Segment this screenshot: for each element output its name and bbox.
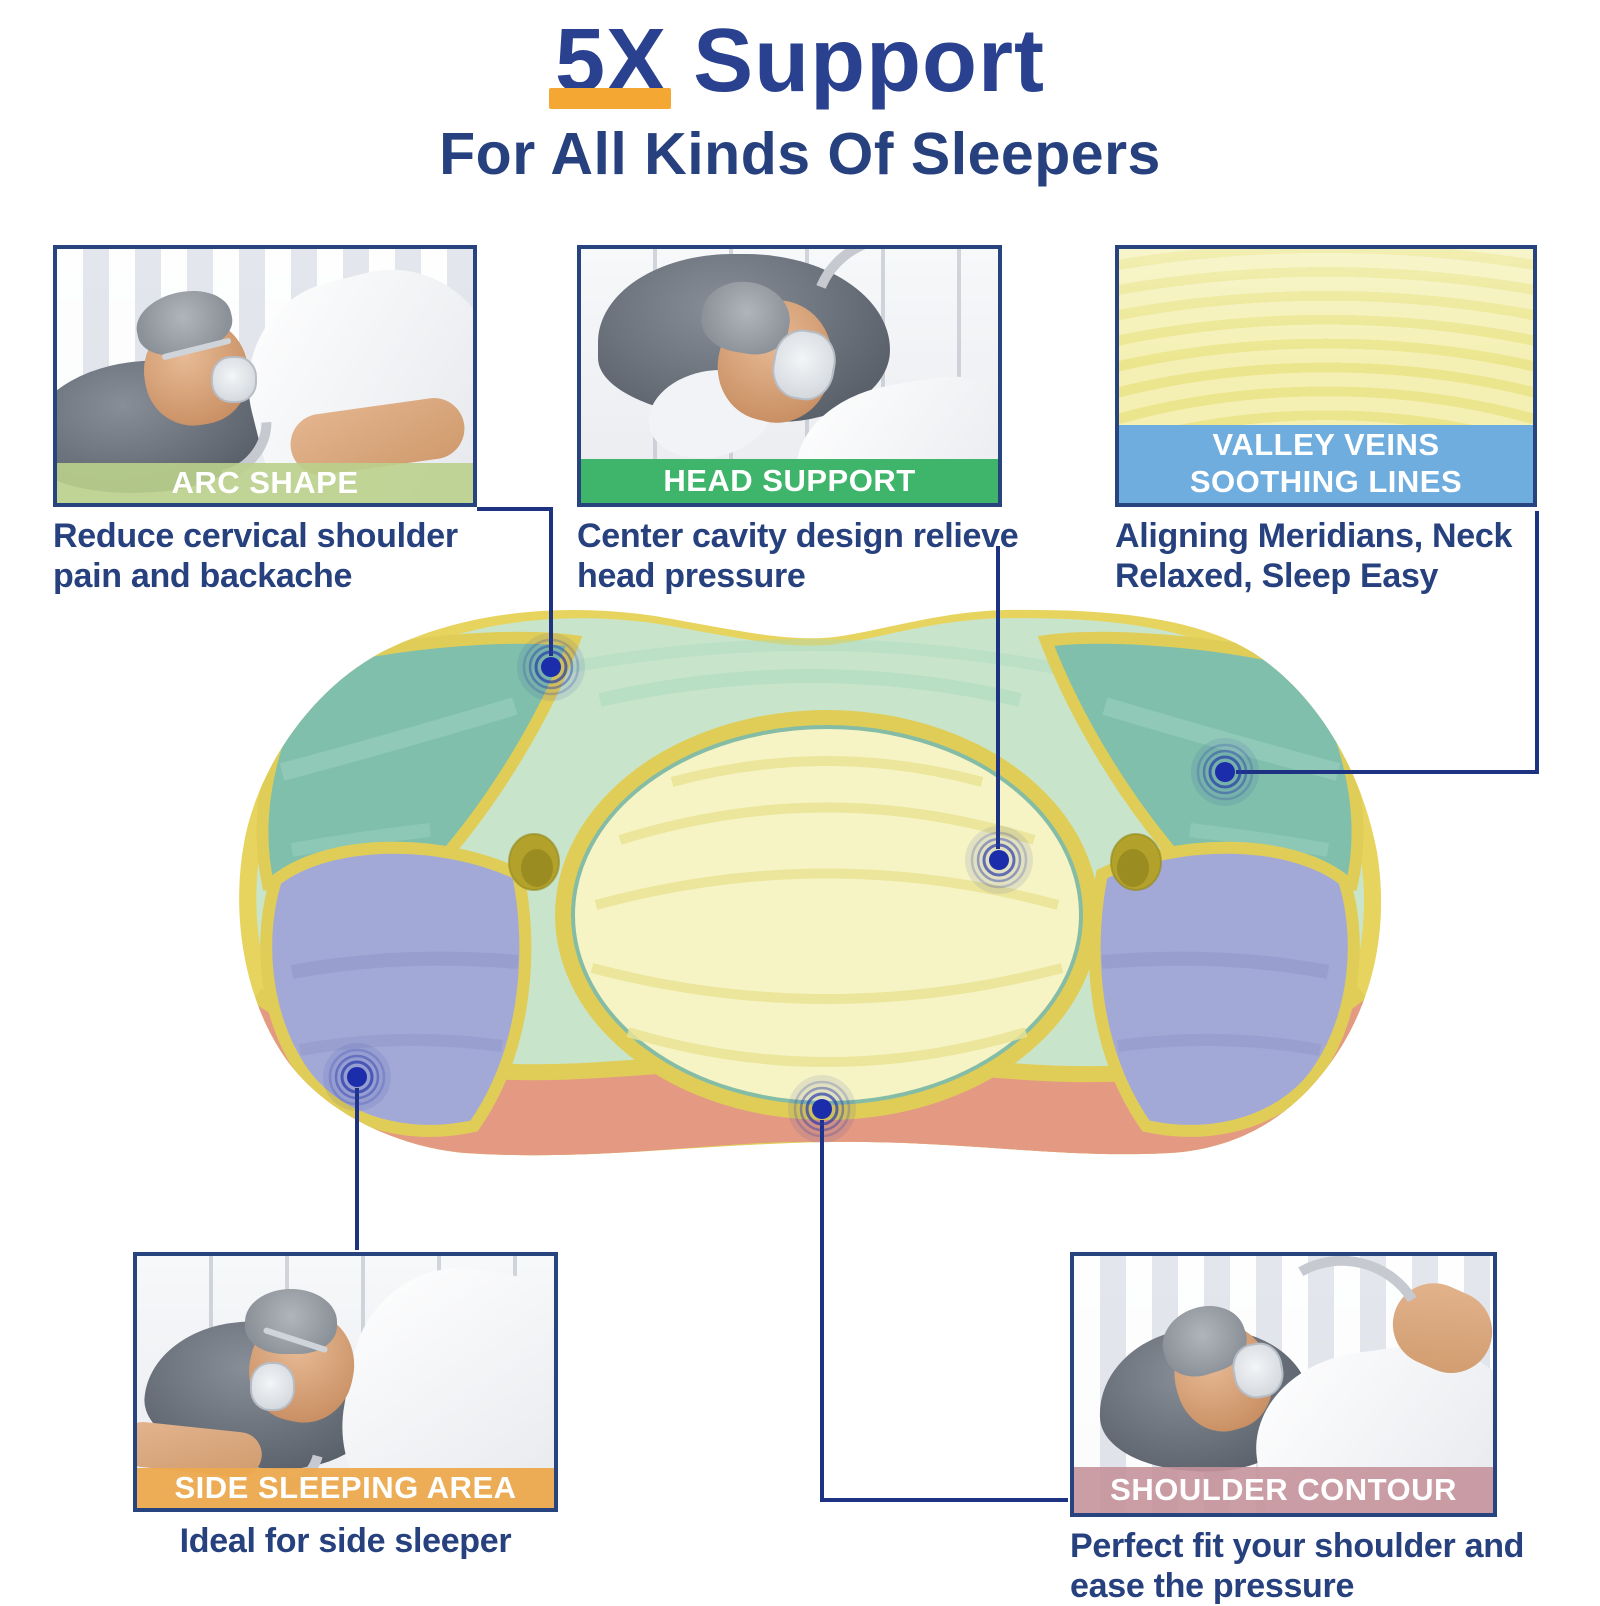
oval-ripple [618,802,1036,845]
caption-valley-veins: Aligning Meridians, Neck Relaxed, Sleep … [1115,516,1537,596]
wing-stripe [290,823,431,857]
feature-card-valley-veins: VALLEY VEINS SOOTHING LINES Aligning Mer… [1115,245,1537,596]
feature-card-side-sleeping: SIDE SLEEPING AREA Ideal for side sleepe… [133,1252,558,1561]
banner-label: SIDE SLEEPING AREA [174,1469,517,1505]
pillow-illustration [239,507,1539,1502]
cpap-mask [210,355,257,403]
title-rest: Support [667,11,1046,111]
banner-valley-veins: VALLEY VEINS SOOTHING LINES [1119,425,1533,503]
caption-shoulder-contour: Perfect fit your shoulder and ease the p… [1070,1526,1524,1606]
marker-valley-veins [1189,736,1261,808]
caption-line: pain and backache [53,557,353,596]
marker-arc-shape [515,631,587,703]
title-highlight: 5X [548,11,672,111]
oval-ripple [670,756,984,787]
cpap-mask [249,1361,296,1412]
zone-head-cavity-oval [571,725,1083,1105]
wing-stripe [279,697,518,781]
zone-side-sleeping-right [1088,841,1360,1137]
green-ripple [543,639,1077,678]
banner-label: ARC SHAPE [171,464,359,500]
caption-line: Relaxed, Sleep Easy [1115,557,1439,596]
photo-side-sleeping: SIDE SLEEPING AREA [133,1252,558,1512]
lavender-stripe [1101,951,1330,979]
header: 5X Support For All Kinds Of Sleepers [0,16,1600,188]
green-ripple [598,669,1022,707]
oval-ripple [626,1027,1028,1067]
photo-shoulder-contour: SHOULDER CONTOUR [1070,1252,1497,1517]
caption-line: head pressure [577,557,806,596]
feature-card-arc-shape: ARC SHAPE Reduce cervical shoulder pain … [53,245,477,596]
feature-card-shoulder-contour: SHOULDER CONTOUR Perfect fit your should… [1070,1252,1524,1606]
banner-label: SHOULDER CONTOUR [1110,1471,1457,1507]
oval-ripple [590,963,1064,1004]
banner-label-line: SOOTHING LINES [1189,464,1463,499]
banner-side-sleeping: SIDE SLEEPING AREA [137,1468,554,1508]
caption-line: Center cavity design relieve [577,517,1019,555]
banner-head-support: HEAD SUPPORT [581,459,998,503]
marker-shoulder-contour [786,1073,858,1145]
air-hole-right-shade [1117,849,1149,887]
caption-arc-shape: Reduce cervical shoulder pain and backac… [53,516,477,596]
photo-valley-veins: VALLEY VEINS SOOTHING LINES [1115,245,1537,507]
caption-line: Perfect fit your shoulder and [1070,1527,1525,1565]
caption-side-sleeping: Ideal for side sleeper [133,1521,558,1561]
photo-arc-shape: ARC SHAPE [53,245,477,507]
lavender-stripe [298,1033,503,1056]
banner-arc-shape: ARC SHAPE [57,463,473,503]
connector-shoulder-contour [820,1120,1068,1502]
connector-valley-veins [1236,511,1539,774]
photo-head-support: HEAD SUPPORT [577,245,1002,507]
zone-side-sleeping-left [260,841,532,1137]
feature-card-head-support: HEAD SUPPORT Center cavity design reliev… [577,245,1019,596]
page-subtitle: For All Kinds Of Sleepers [439,121,1161,187]
connector-arc-shape [477,507,553,656]
lavender-stripe [290,951,519,979]
banner-label: HEAD SUPPORT [663,462,916,498]
marker-side-sleeping [321,1041,393,1113]
sleeper-hair [245,1288,338,1355]
lavender-stripe [1117,1033,1322,1056]
caption-line: Reduce cervical shoulder [53,517,458,555]
banner-shoulder-contour: SHOULDER CONTOUR [1074,1467,1493,1513]
marker-head-support [963,824,1035,896]
caption-line: Ideal for side sleeper [179,1522,512,1560]
wing-stripe [1189,823,1330,857]
caption-head-support: Center cavity design relieve head pressu… [577,516,1019,596]
caption-line: ease the pressure [1070,1567,1355,1606]
caption-line: Aligning Meridians, Neck [1115,517,1513,555]
page-title: 5X Support [0,11,1600,111]
banner-label-line: VALLEY VEINS [1212,427,1440,463]
air-hole-left-shade [521,849,553,887]
